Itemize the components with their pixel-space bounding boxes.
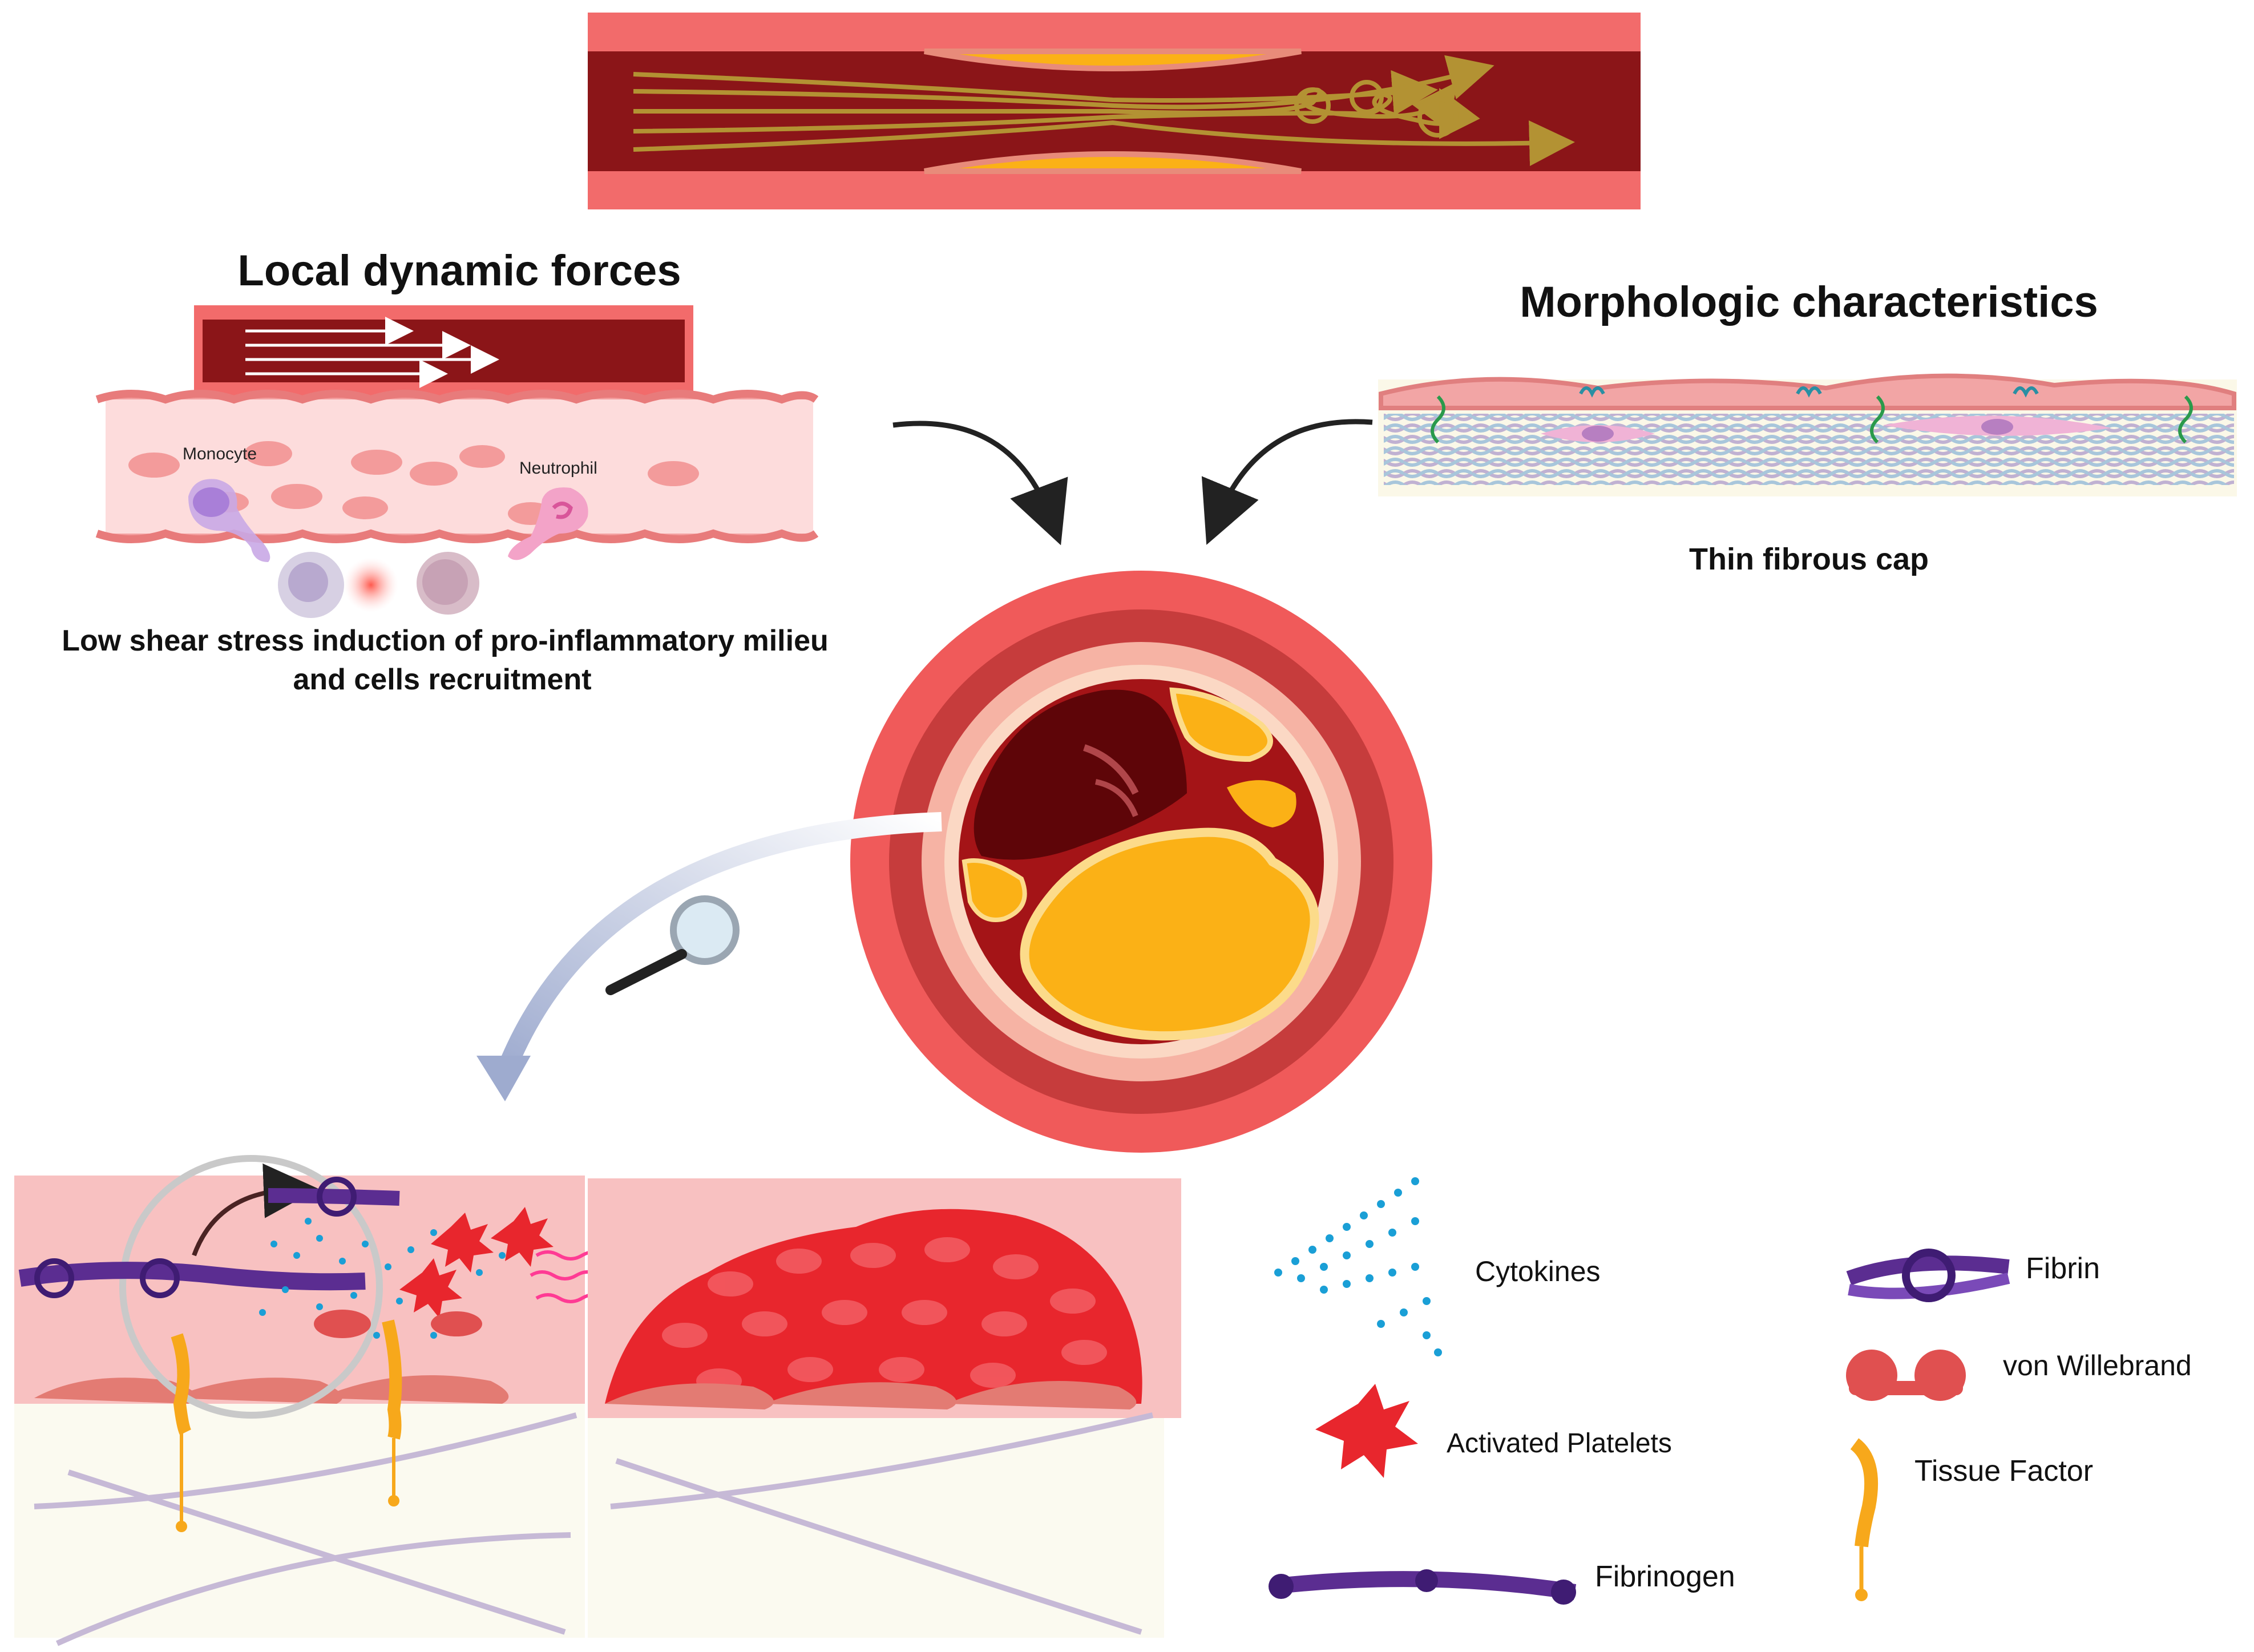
arrow-from-right-panel <box>1201 419 1373 545</box>
legend-tissue-factor-icon <box>1850 1438 1879 1601</box>
neutrophil-label: Neutrophil <box>519 459 597 478</box>
artery-cross-section <box>850 571 1432 1153</box>
neutrophil-cell <box>508 487 588 560</box>
fibrous-cap-plaque-top <box>1169 687 1273 762</box>
legend: Cytokines Activated Platelets Fibrinogen… <box>1269 1177 2192 1605</box>
monocyte-cell <box>188 479 270 562</box>
magnifier-icon <box>605 895 740 995</box>
morphologic-caption: Thin fibrous cap <box>1689 542 1929 576</box>
plaque-bottom <box>924 151 1302 174</box>
legend-cytokines-label: Cytokines <box>1475 1255 1601 1287</box>
recruited-cells <box>278 552 479 618</box>
legend-platelets-label: Activated Platelets <box>1447 1428 1672 1459</box>
legend-fibrin-label: Fibrin <box>2026 1252 2100 1285</box>
monocyte-label: Monocyte <box>183 445 257 463</box>
morphologic-title: Morphologic characteristics <box>1520 278 2098 326</box>
legend-fibrinogen-label: Fibrinogen <box>1595 1560 1735 1593</box>
legend-fibrinogen-icon <box>1269 1569 1577 1605</box>
platelet-cluster <box>314 1207 554 1338</box>
legend-platelet-icon <box>1315 1384 1418 1478</box>
legend-von-willebrand-icon <box>1846 1350 1966 1401</box>
plaque-top <box>924 49 1302 71</box>
local-forces-caption-2: and cells recruitment <box>293 663 591 696</box>
top-vessel-stenosis <box>588 13 1641 209</box>
thrombosis-panel-left <box>14 1155 652 1646</box>
thrombus <box>973 689 1187 860</box>
endothelium-panel: Monocyte Neutrophil <box>95 390 819 562</box>
flow-lines <box>633 55 1575 166</box>
lipid-core <box>1020 827 1319 1041</box>
legend-cytokines-icon <box>1274 1177 1442 1356</box>
cytokine-dots <box>259 1218 506 1339</box>
zoom-arrow <box>496 812 942 1077</box>
legend-tissue-factor-label: Tissue Factor <box>1914 1455 2093 1488</box>
local-forces-title: Local dynamic forces <box>237 247 681 295</box>
shear-vessel-inset <box>194 305 693 397</box>
arrow-from-left-panel <box>892 421 1068 546</box>
fibrous-cap-inset <box>1378 373 2237 496</box>
thrombus-panel-right <box>588 1178 1181 1638</box>
legend-von-willebrand-label: von Willebrand <box>2003 1350 2192 1382</box>
local-forces-caption-1: Low shear stress induction of pro-inflam… <box>62 624 829 657</box>
legend-fibrin-icon <box>1846 1249 2010 1302</box>
